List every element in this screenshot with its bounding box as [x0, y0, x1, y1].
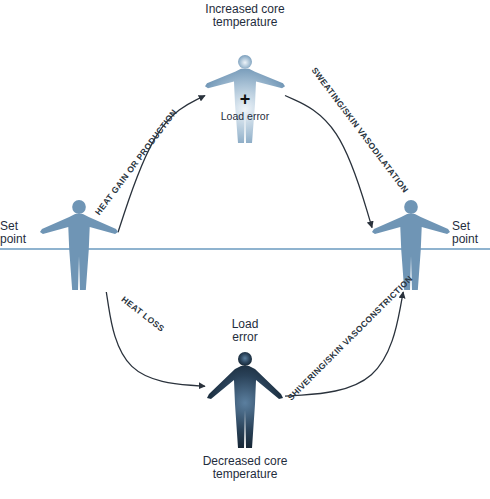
figure-outline	[205, 352, 285, 450]
node-label: Increased core temperature	[200, 3, 290, 29]
figure-head	[238, 55, 252, 69]
node-sublabel: +	[235, 90, 255, 108]
human-figure: Increased core temperature+Load error	[205, 55, 285, 145]
arrow-label: HEAT LOSS	[120, 294, 167, 334]
figure-head	[72, 200, 86, 214]
node-label: Set point	[452, 220, 490, 246]
figure-head	[238, 352, 252, 366]
curved-arrow	[106, 292, 205, 386]
figure-body	[207, 366, 283, 448]
figure-outline	[40, 200, 118, 292]
human-figure: Load errorDecreased core temperature	[205, 352, 285, 450]
node-label: Set point	[0, 220, 38, 246]
arrow-label: HEAT GAIN OR PRODUCTION	[93, 107, 179, 217]
figure-body	[205, 69, 285, 143]
curved-arrow	[285, 96, 372, 228]
arrow-label: SWEATING/SKIN VASODILATATION	[310, 65, 411, 194]
figure-head	[404, 200, 418, 214]
arrow-label: SHIVERING/SKIN VASOCONSTRICTION	[286, 274, 415, 403]
human-figure: Set point	[40, 200, 118, 292]
figure-body	[40, 214, 118, 290]
node-sublabel: Load error	[205, 110, 285, 122]
node-label: Load error	[223, 318, 267, 344]
node-sublabel: Decreased core temperature	[200, 455, 290, 481]
